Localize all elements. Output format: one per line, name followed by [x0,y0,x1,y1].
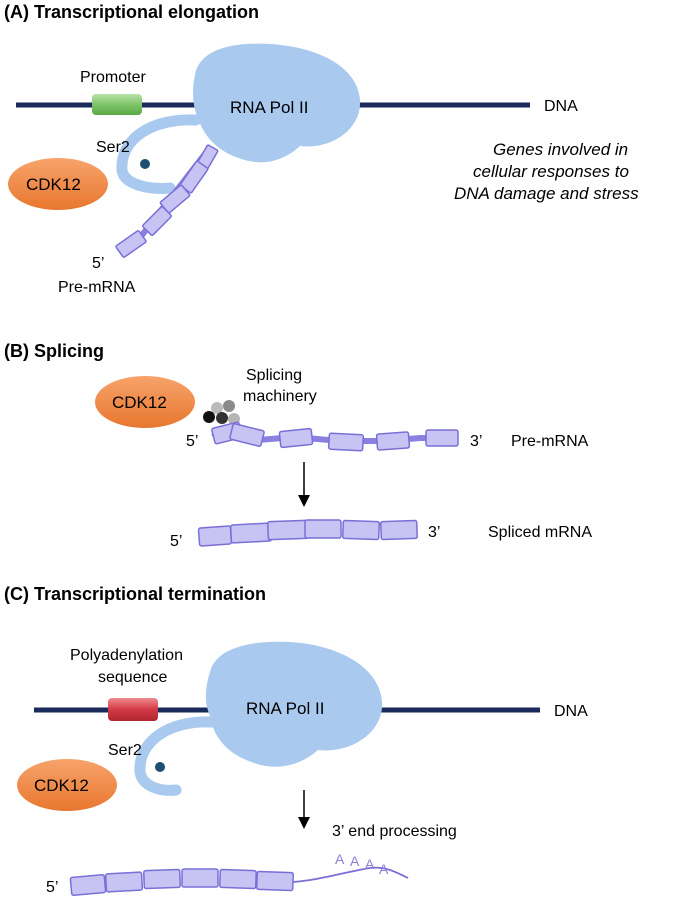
polya-sequence-label-2: sequence [98,669,167,686]
spliceosome-subunit [216,412,228,424]
spliced-mrna-label: Spliced mRNA [488,524,592,541]
end-processing-label: 3’ end processing [332,823,457,840]
exon [104,871,144,893]
spliceosome-subunit [223,400,235,412]
polya-sequence-element [108,698,158,721]
spliced-mrna-chain [197,519,418,547]
promoter-element [92,94,142,115]
polya-sequence-label-1: Polyadenylation [70,647,183,664]
cdk12-protein [8,158,108,210]
rna-pol-ii-label: RNA Pol II [230,98,308,117]
polya-letter: A [350,853,360,869]
panel-a-title: (A) Transcriptional elongation [4,2,259,22]
cdk12-label: CDK12 [26,175,81,194]
exon [197,525,233,547]
splicing-machinery-label-2: machinery [243,388,317,405]
panel-b-title: (B) Splicing [4,341,104,361]
splicing-machinery-label-1: Splicing [246,367,302,384]
exon [375,431,411,451]
panel-c: (C) Transcriptional termination DNA Poly… [4,584,588,897]
pre-mrna-label: Pre-mRNA [511,433,589,450]
note-line-1: Genes involved in [493,140,628,159]
exon [380,519,418,541]
ctd-tail [116,114,202,194]
exon [143,868,181,890]
exon [115,230,147,258]
mature-mrna-chain [69,866,409,897]
dna-label: DNA [554,703,588,720]
exon [181,868,219,888]
exon [267,519,309,541]
polya-letter: A [379,861,389,877]
exon [219,868,257,890]
rna-pol-ii [205,641,383,767]
cdk12-protein [95,376,195,428]
exon [327,432,365,452]
exon [142,206,172,236]
five-prime-label: 5’ [92,255,104,272]
polya-tail: A A A A [335,851,389,877]
splicing-machinery [203,400,240,425]
panel-b: (B) Splicing CDK12 Splicing machinery 5’… [4,341,592,550]
ser2-label: Ser2 [108,742,142,759]
three-prime-label: 3’ [470,433,482,450]
exon [69,873,107,897]
polya-letter: A [335,851,345,867]
ser2-phospho-dot [155,762,165,772]
five-prime-label: 5’ [46,879,58,896]
exon [278,427,314,449]
exon [256,870,294,892]
promoter-label: Promoter [80,69,146,86]
exon [342,519,380,541]
pre-mrna-label: Pre-mRNA [58,279,136,296]
three-prime-label: 3’ [428,524,440,541]
exon [304,519,342,539]
ctd-tail [134,716,218,796]
ser2-phospho-dot [140,159,150,169]
pre-mrna-chain [115,144,219,258]
panel-a: (A) Transcriptional elongation DNA Promo… [4,2,639,296]
cdk12-protein [17,759,117,811]
ser2-label: Ser2 [96,139,130,156]
cdk12-label: CDK12 [112,393,167,412]
rna-pol-ii [193,43,361,163]
spliceosome-subunit [211,402,223,414]
dna-label: DNA [544,98,578,115]
rna-pol-ii-label: RNA Pol II [246,699,324,718]
spliceosome-subunit [203,411,215,423]
cdk12-label: CDK12 [34,776,89,795]
polya-tail-line [292,866,409,883]
exon [229,522,273,544]
note-line-2: cellular responses to [473,162,629,181]
five-prime-label: 5’ [186,433,198,450]
pre-mrna-chain [211,421,459,452]
exon [229,423,265,447]
panel-c-title: (C) Transcriptional termination [4,584,266,604]
note-line-3: DNA damage and stress [454,184,639,203]
exon [425,429,459,447]
five-prime-label: 5’ [170,533,182,550]
polya-letter: A [365,856,375,872]
